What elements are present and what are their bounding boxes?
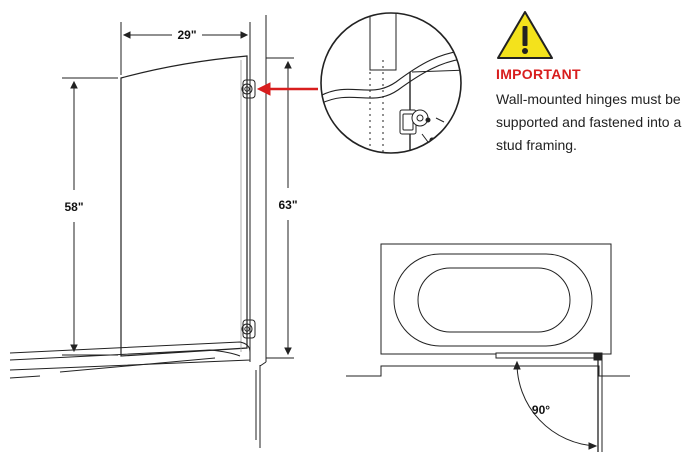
hinge-bottom-icon <box>241 319 256 339</box>
important-note-text: Wall-mounted hinges must be supported an… <box>496 91 682 153</box>
panel-width-label: 29" <box>177 28 196 42</box>
swing-angle-label: 90° <box>532 403 550 417</box>
warning-triangle-icon <box>497 11 553 59</box>
callout-arrow-icon <box>256 82 318 96</box>
hinge-closeup-icon <box>399 109 447 151</box>
elevation-view <box>9 15 318 448</box>
important-heading: IMPORTANT <box>496 66 581 82</box>
glass-panel <box>120 55 248 357</box>
plan-view <box>346 243 630 452</box>
wall-height-dimension-line <box>266 57 294 359</box>
panel-height-label: 58" <box>64 200 83 214</box>
bathtub-rim <box>9 341 251 379</box>
hinge-top-icon <box>241 79 256 99</box>
wall-plan <box>346 365 630 377</box>
panel-height-dimension-line <box>62 77 118 356</box>
wall-height-label: 63" <box>278 198 297 212</box>
hinge-detail-zoom <box>320 12 462 154</box>
width-dimension-line <box>120 22 251 75</box>
swing-arc <box>513 360 598 450</box>
glass-panel-plan <box>495 352 603 452</box>
bathtub-plan <box>380 243 612 355</box>
